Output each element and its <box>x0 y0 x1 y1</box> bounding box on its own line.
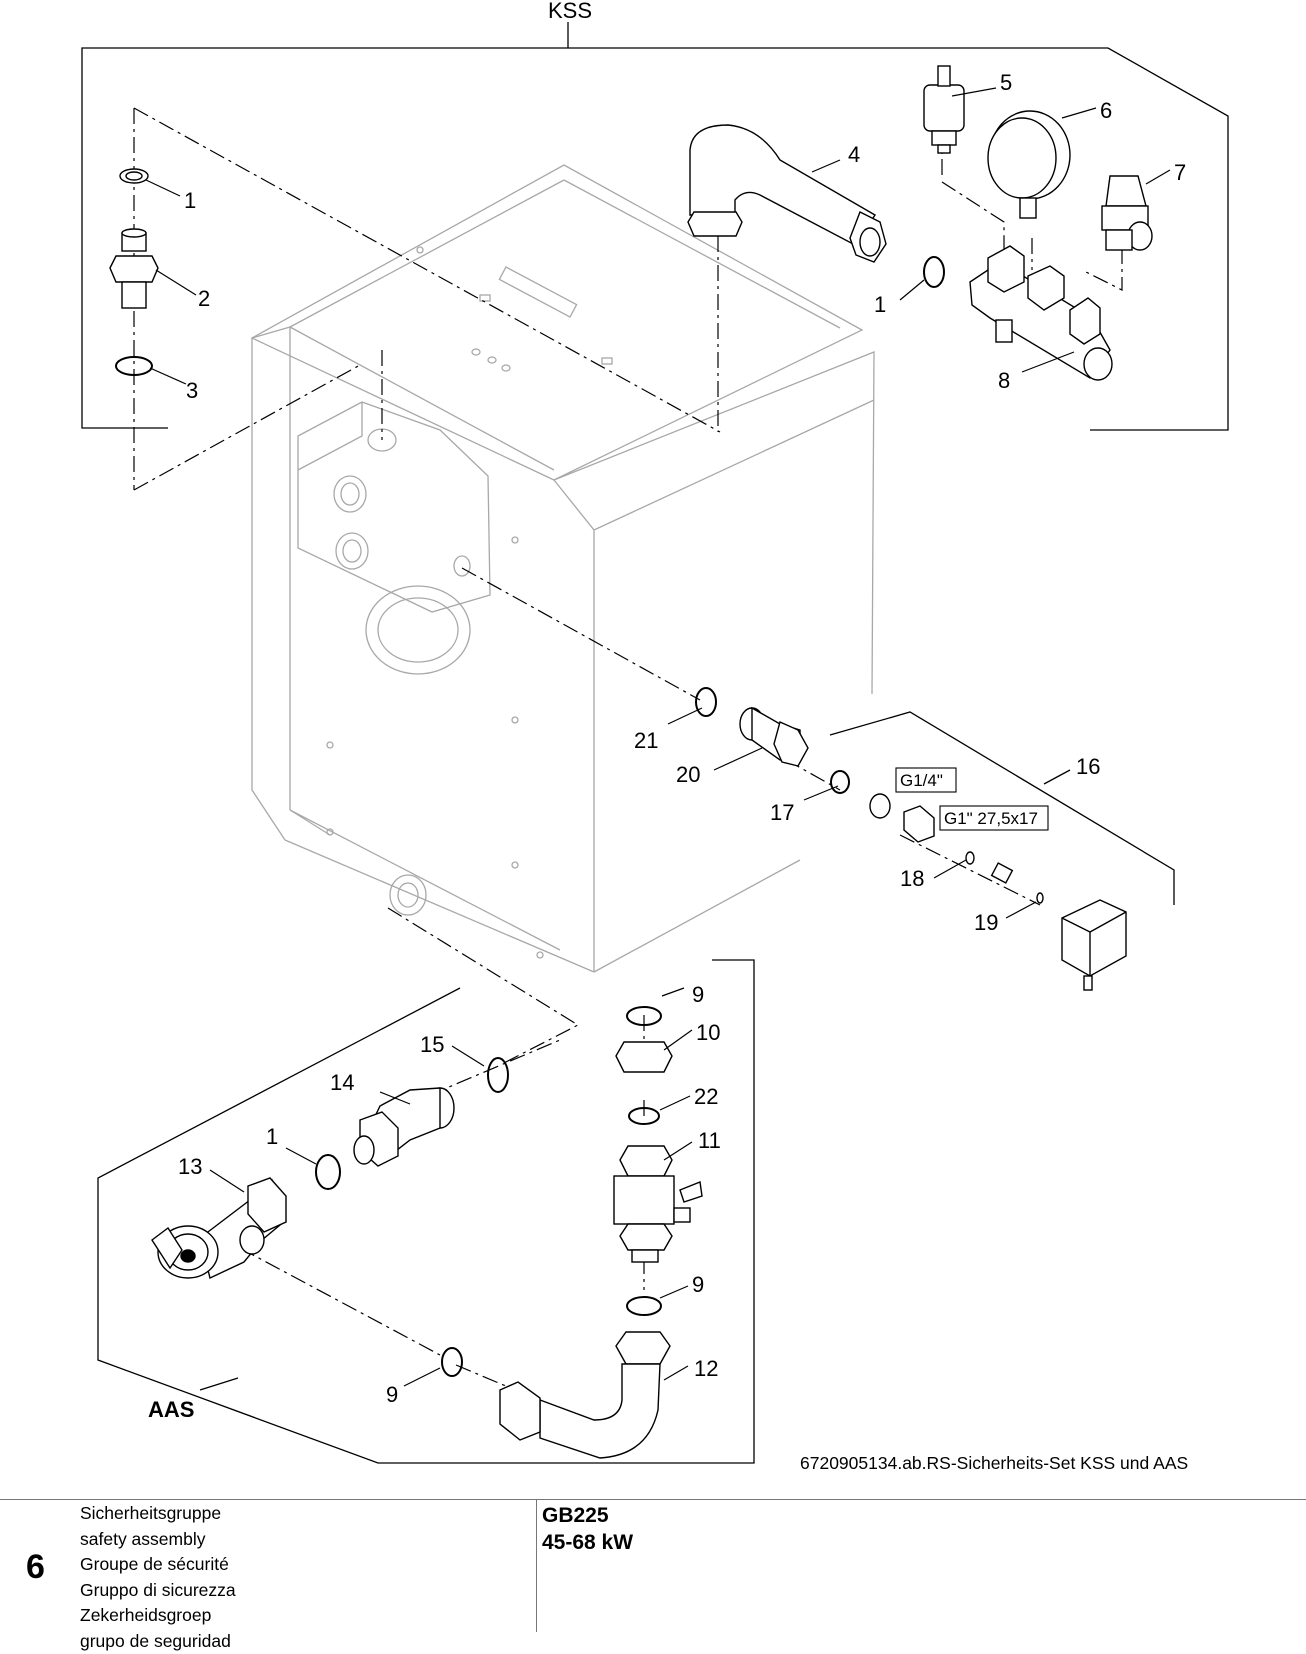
nipple-20 <box>740 708 808 766</box>
callout-1: 1 <box>184 188 196 213</box>
nipple-2 <box>110 229 158 308</box>
drain-valve-13 <box>152 1178 286 1278</box>
seal-9-mid <box>627 1297 661 1315</box>
callout-13: 13 <box>178 1154 202 1179</box>
callout-3: 3 <box>186 378 198 403</box>
callout-10: 10 <box>696 1020 720 1045</box>
callout-22: 22 <box>694 1084 718 1109</box>
nut-g1 <box>904 806 934 842</box>
nipple-14 <box>354 1088 454 1166</box>
model-block: GB225 45-68 kW <box>542 1502 633 1556</box>
callout-8: 8 <box>998 368 1010 393</box>
model-name: GB225 <box>542 1502 633 1529</box>
code-g14: G1/4" <box>900 771 943 790</box>
callout-2: 2 <box>198 286 210 311</box>
callout-19: 19 <box>974 910 998 935</box>
fitting-g14 <box>870 794 890 818</box>
seal-9-low <box>442 1348 462 1376</box>
callout-9-mid: 9 <box>692 1272 704 1297</box>
callout-11: 11 <box>698 1128 721 1153</box>
title-nl: Zekerheidsgroep <box>80 1603 236 1629</box>
pressure-switch-19 <box>1062 900 1126 990</box>
seal-18 <box>966 852 974 864</box>
safety-valve-7 <box>1102 176 1152 250</box>
callout-16: 16 <box>1076 754 1100 779</box>
drawing-reference: 6720905134.ab.RS-Sicherheits-Set KSS und… <box>800 1453 1188 1474</box>
title-it: Gruppo di sicurezza <box>80 1578 236 1604</box>
title-en: safety assembly <box>80 1527 236 1553</box>
callout-15: 15 <box>420 1032 444 1057</box>
parts <box>110 66 1152 1458</box>
callout-1-right: 1 <box>874 292 886 317</box>
callout-9-low: 9 <box>386 1382 398 1407</box>
manifold-8 <box>970 246 1112 380</box>
code-g1: G1" 27,5x17 <box>944 809 1038 828</box>
callout-12: 12 <box>694 1356 718 1381</box>
nut-10 <box>616 1042 672 1072</box>
seal-19 <box>1037 893 1043 903</box>
flexible-hose-12 <box>500 1332 670 1458</box>
callout-7: 7 <box>1174 160 1186 185</box>
exploded-view-diagram: KSS AAS <box>0 0 1306 1500</box>
callout-17: 17 <box>770 800 794 825</box>
title-fr: Groupe de sécurité <box>80 1552 236 1578</box>
footer-divider <box>536 1499 537 1632</box>
ball-valve-11 <box>614 1146 702 1262</box>
callout-5: 5 <box>1000 70 1012 95</box>
title-de: Sicherheitsgruppe <box>80 1501 236 1527</box>
callout-6: 6 <box>1100 98 1112 123</box>
seal-1-low <box>316 1155 340 1189</box>
manometer-6 <box>988 111 1070 218</box>
callout-14: 14 <box>330 1070 354 1095</box>
callout-21: 21 <box>634 728 658 753</box>
callout-1-lower: 1 <box>266 1124 278 1149</box>
fitting-18 <box>992 863 1013 883</box>
callout-9: 9 <box>692 982 704 1007</box>
callout-4: 4 <box>848 142 860 167</box>
o-ring-15 <box>488 1058 508 1092</box>
model-power: 45-68 kW <box>542 1529 633 1556</box>
air-vent-5 <box>924 66 964 153</box>
footer-rule <box>0 1499 1306 1500</box>
page-number: 6 <box>26 1548 45 1587</box>
aas-label: AAS <box>148 1397 194 1422</box>
callout-18: 18 <box>900 866 924 891</box>
kss-label: KSS <box>548 0 592 23</box>
seal-1-right <box>924 257 944 287</box>
boiler-body <box>252 165 874 972</box>
callout-20: 20 <box>676 762 700 787</box>
seal-21 <box>696 688 716 716</box>
title-es: grupo de seguridad <box>80 1629 236 1654</box>
kss-group-bracket <box>82 22 1228 430</box>
title-list: Sicherheitsgruppe safety assembly Groupe… <box>80 1501 236 1654</box>
